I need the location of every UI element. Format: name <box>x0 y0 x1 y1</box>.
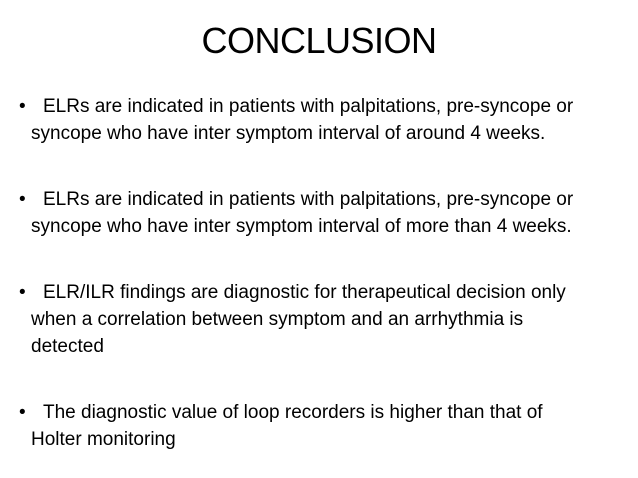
bullet-icon: • <box>19 96 26 118</box>
bullet-line: when a correlation between symptom and a… <box>31 309 524 331</box>
bullet-line: ELRs are indicated in patients with palp… <box>43 189 574 211</box>
slide-title: CONCLUSION <box>201 20 437 61</box>
bullet-item: • ELR/ILR findings are diagnostic for th… <box>0 279 638 360</box>
bullet-line: detected <box>31 336 104 358</box>
bullet-line: The diagnostic value of loop recorders i… <box>43 402 543 424</box>
bullet-item: • ELRs are indicated in patients with pa… <box>0 93 638 147</box>
bullet-line: ELR/ILR findings are diagnostic for ther… <box>43 282 566 304</box>
bullet-line: ELRs are indicated in patients with palp… <box>43 96 574 118</box>
bullet-item: • The diagnostic value of loop recorders… <box>0 399 638 453</box>
bullet-icon: • <box>19 402 26 424</box>
bullet-icon: • <box>19 189 26 211</box>
bullet-line: Holter monitoring <box>31 429 176 451</box>
bullet-line: syncope who have inter symptom interval … <box>31 216 572 238</box>
bullet-line: syncope who have inter symptom interval … <box>31 123 546 145</box>
bullet-item: • ELRs are indicated in patients with pa… <box>0 186 638 240</box>
bullet-icon: • <box>19 282 26 304</box>
bullet-list: • ELRs are indicated in patients with pa… <box>0 93 638 453</box>
